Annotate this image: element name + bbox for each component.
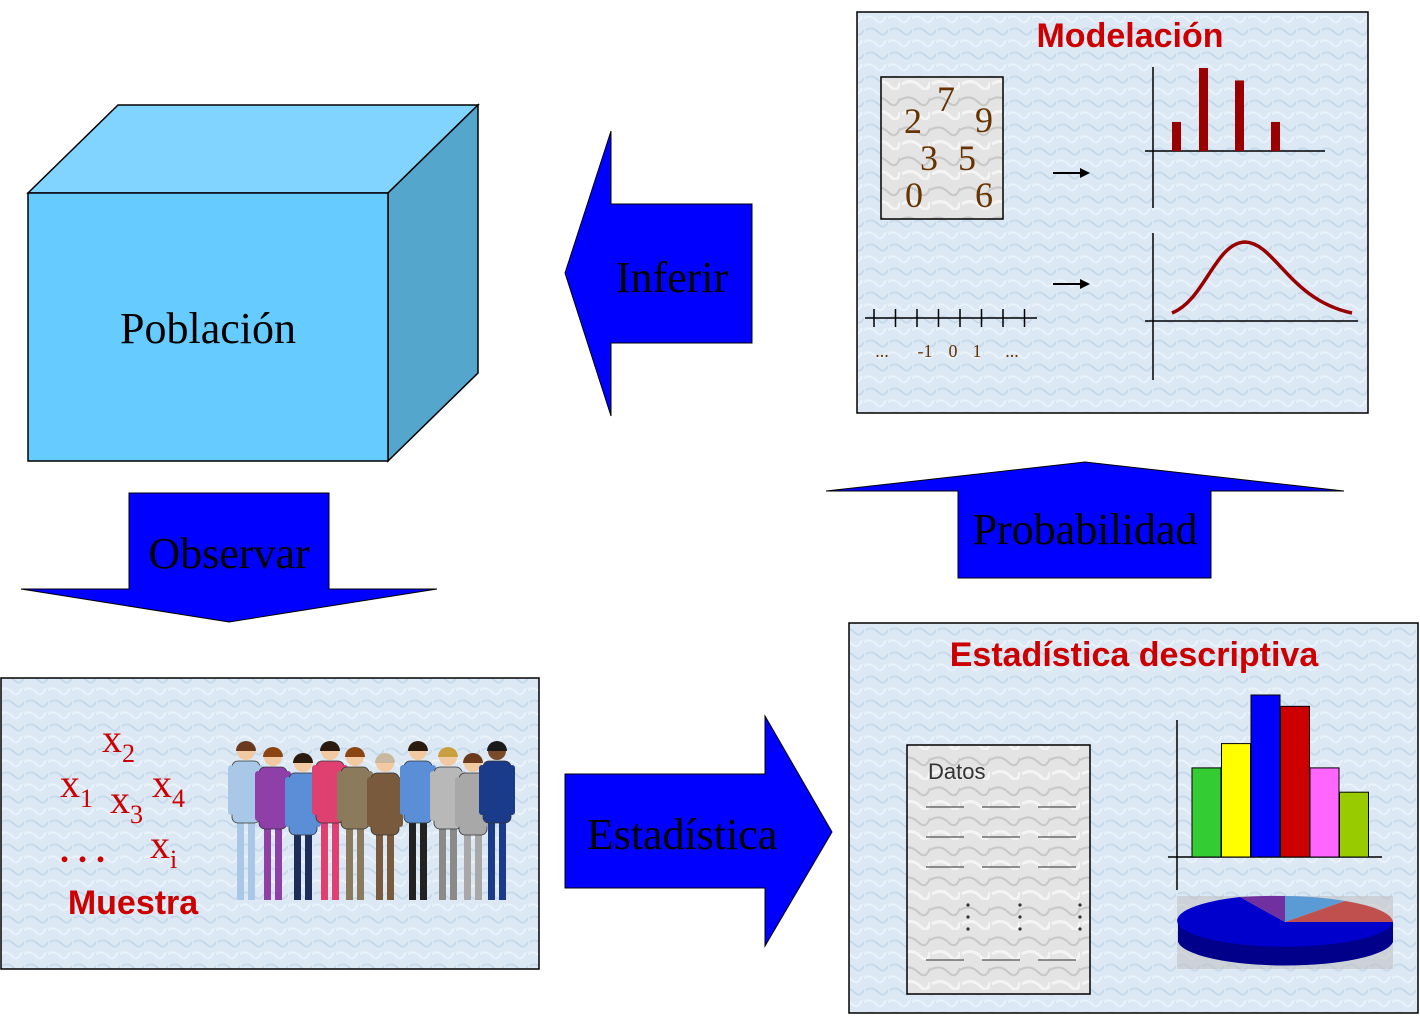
pie-chart-3d (1177, 895, 1393, 969)
cube-front-face (27, 192, 389, 462)
small-arrow-bottom-icon (1053, 279, 1090, 289)
modelacion-panel: Modelación 2 7 9 3 5 0 6 (856, 11, 1369, 414)
pie-slice-light-blue (1285, 896, 1345, 922)
estadistica-arrow: Estadística (564, 714, 833, 948)
inferir-arrow: Inferir (564, 130, 753, 417)
digit-5: 5 (958, 138, 976, 178)
person-figure (479, 741, 515, 900)
digit-6: 6 (975, 175, 993, 215)
estadistica-arrow-shape (564, 714, 833, 948)
probabilidad-arrow-shape (825, 461, 1345, 579)
poblacion-label: Población (120, 304, 296, 353)
var-x4: x4 (152, 761, 185, 813)
observar-arrow: Observar (20, 492, 438, 623)
digit-2: 2 (904, 101, 922, 141)
pie-slice-red (1285, 901, 1393, 922)
pie-slice-purple (1240, 895, 1285, 922)
datos-sheet: Datos (906, 744, 1091, 995)
axis-tick-label: 0 (949, 341, 958, 361)
descriptiva-title: Estadística descriptiva (950, 636, 1320, 674)
var-x3: x3 (110, 777, 143, 829)
digit-7: 7 (937, 79, 955, 119)
histogram-bar (1339, 791, 1369, 858)
modelacion-title: Modelación (1036, 17, 1223, 55)
number-line: ... -1 0 1 ... (865, 309, 1037, 361)
datos-table-lines (926, 806, 1082, 961)
axis-tick-label: ... (875, 341, 889, 361)
sample-variables: x2 x1 x3 x4 xi . . . (60, 716, 185, 874)
poblacion-cube: Población (26, 103, 480, 463)
inferir-arrow-shape (564, 130, 753, 417)
datos-dot (966, 903, 970, 907)
digit-0: 0 (905, 175, 923, 215)
digits-box (880, 76, 1004, 220)
datos-dot (966, 915, 970, 919)
muestra-label: Muestra (68, 884, 199, 922)
datos-dot (1018, 903, 1022, 907)
digits: 2 7 9 3 5 0 6 (904, 79, 993, 215)
discrete-bar (1235, 80, 1244, 151)
histogram-bar (1309, 767, 1340, 858)
digit-9: 9 (975, 100, 993, 140)
digit-3: 3 (920, 138, 938, 178)
descriptiva-panel: Estadística descriptiva Datos (848, 622, 1419, 1014)
datos-label: Datos (928, 759, 985, 784)
axis-tick-label: -1 (918, 341, 933, 361)
histogram-bar (1221, 743, 1251, 858)
ellipsis: . . . (60, 830, 105, 870)
discrete-bar (1199, 68, 1208, 151)
histogram-chart (1168, 694, 1382, 890)
observar-arrow-shape (20, 492, 438, 623)
axis-tick-label: ... (1005, 341, 1019, 361)
probabilidad-label: Probabilidad (973, 505, 1198, 554)
histogram-bar (1280, 705, 1310, 858)
discrete-bar (1172, 121, 1181, 151)
muestra-panel: x2 x1 x3 x4 xi . . . Muestra (0, 677, 540, 970)
var-x1: x1 (60, 761, 93, 813)
datos-dot (1018, 915, 1022, 919)
datos-dot (1018, 927, 1022, 931)
person-figure (255, 747, 291, 900)
discrete-distribution-plot (1145, 67, 1325, 208)
small-arrow-top-icon (1053, 168, 1090, 178)
pie-slice-blue (1177, 897, 1393, 947)
discrete-bar (1271, 121, 1280, 151)
histogram-bar (1250, 694, 1281, 858)
axis-tick-label: 1 (973, 341, 982, 361)
group-of-people-icon (228, 741, 515, 900)
observar-label: Observar (148, 529, 310, 578)
estadistica-label: Estadística (587, 810, 778, 859)
datos-sheet-bg (906, 744, 1091, 995)
datos-dot (1078, 927, 1082, 931)
normal-curve (1171, 240, 1353, 315)
datos-dot (1078, 903, 1082, 907)
probabilidad-arrow: Probabilidad (825, 461, 1345, 579)
var-xi: xi (150, 822, 177, 874)
histogram-bar (1191, 767, 1222, 858)
var-x2: x2 (102, 716, 135, 768)
datos-dot (1078, 915, 1082, 919)
inferir-label: Inferir (616, 253, 729, 302)
continuous-distribution-plot (1145, 233, 1358, 380)
datos-dot (966, 927, 970, 931)
